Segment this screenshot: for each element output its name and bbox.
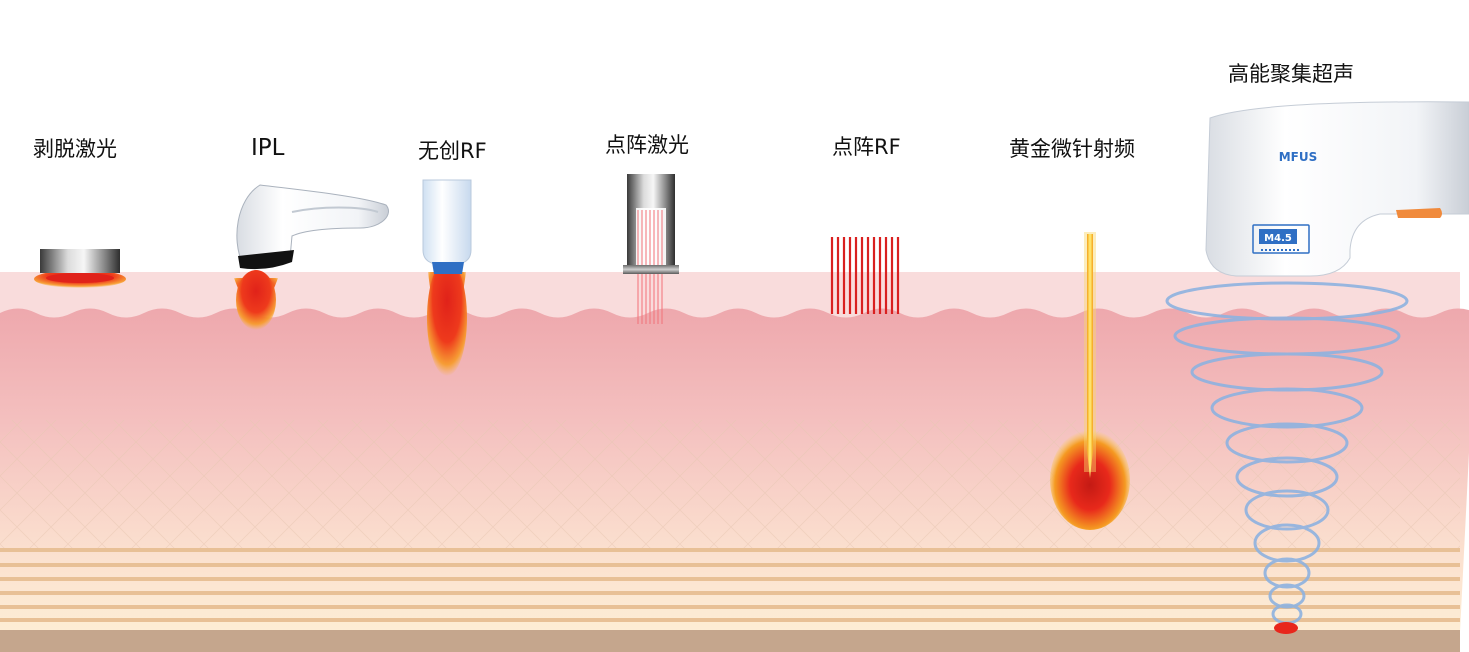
ultrasound-waves (1165, 281, 1409, 625)
rf-handpiece-icon (422, 179, 472, 376)
collagen-mesh (0, 420, 1460, 550)
label-fractional-rf: 点阵RF (832, 135, 901, 159)
skin-layers (0, 272, 1469, 652)
ipl-handpiece-icon (234, 184, 389, 330)
rf-pin-array-icon (830, 237, 900, 314)
brand-text: MFUS (1279, 150, 1318, 164)
label-gold-microneedle-rf: 黄金微针射频 (1009, 137, 1135, 161)
fat-layer (0, 548, 1460, 622)
label-ablative-laser: 剥脱激光 (33, 137, 117, 161)
cartridge-text: M4.5 (1264, 233, 1292, 244)
focal-point (1274, 622, 1298, 634)
microneedle-icon (1050, 232, 1130, 530)
label-ipl: IPL (251, 135, 285, 161)
label-hifu: 高能聚集超声 (1228, 62, 1354, 86)
hifu-handpiece-icon: MFUS M4.5 (1165, 101, 1469, 634)
laser-head-icon (34, 249, 126, 288)
label-fractional-laser: 点阵激光 (605, 133, 689, 157)
fractional-laser-tip-icon (623, 174, 679, 324)
muscle-band (0, 630, 1460, 652)
label-noninvasive-rf: 无创RF (418, 139, 487, 163)
